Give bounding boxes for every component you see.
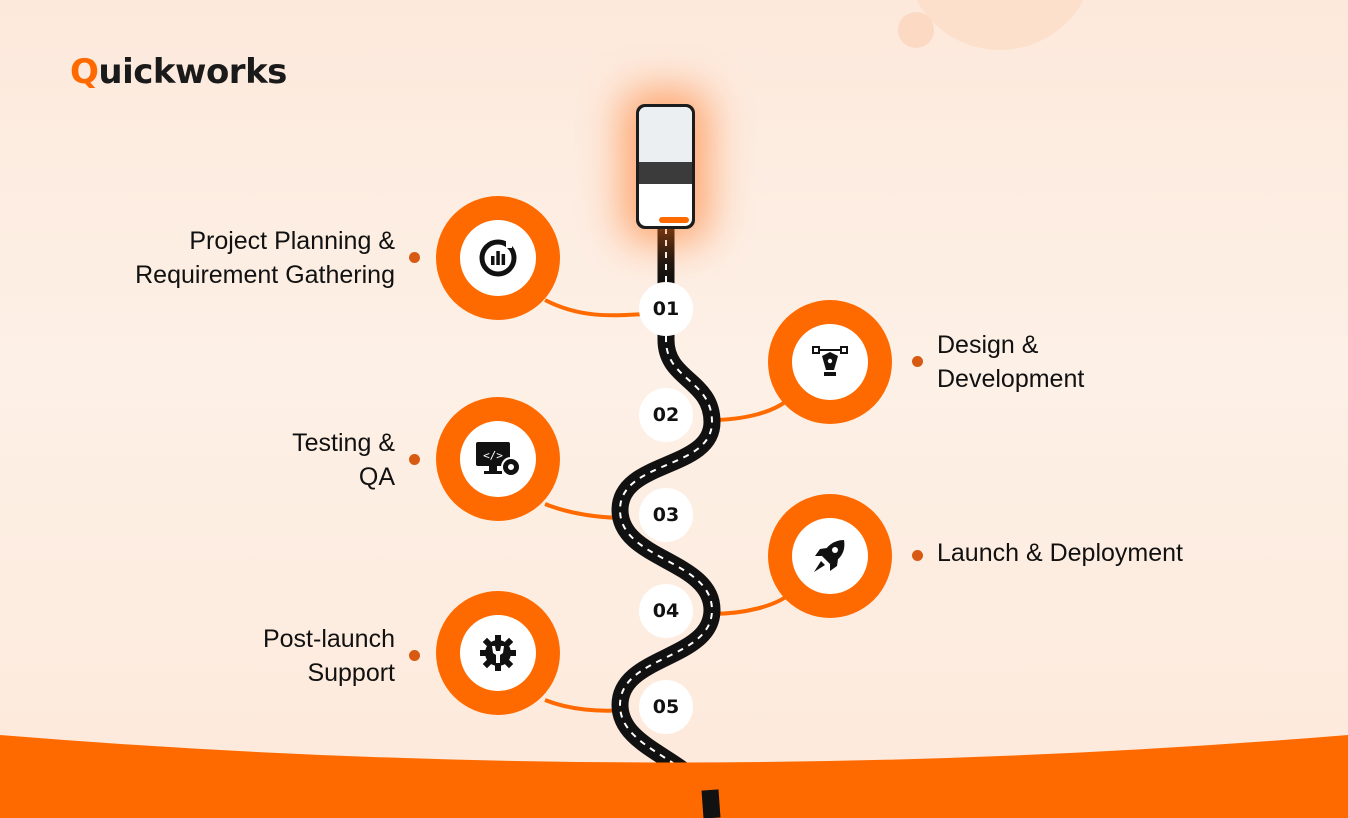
- step-01-number: 01: [641, 284, 691, 334]
- rocket-icon: [814, 540, 845, 572]
- step-04-label: Launch & Deployment: [937, 536, 1237, 570]
- svg-text:</>: </>: [483, 449, 503, 462]
- code-monitor-gear-icon: </>: [476, 442, 521, 477]
- connector-01: [544, 298, 646, 318]
- gear-wrench-icon: [480, 635, 516, 671]
- phone-map: [639, 107, 692, 162]
- step-03-bullet: [409, 454, 420, 465]
- step-03-title-line2: QA: [358, 463, 395, 491]
- step-02-label: Design & Development: [937, 328, 1237, 396]
- step-04-icon-ring[interactable]: [768, 494, 892, 618]
- connector-04: [709, 592, 792, 616]
- step-05-icon-ring[interactable]: [436, 591, 560, 715]
- step-03-icon-ring[interactable]: </>: [436, 397, 560, 521]
- step-04-number: 04: [641, 586, 691, 636]
- step-02-icon-ring[interactable]: [768, 300, 892, 424]
- pen-tool-icon: [812, 346, 848, 376]
- step-05-number: 05: [641, 682, 691, 732]
- step-05-title-line2: Support: [307, 659, 395, 687]
- logo-q: Q: [70, 52, 99, 92]
- phone-screen: [639, 107, 692, 226]
- logo-text: uickworks: [98, 52, 287, 92]
- step-05-bullet: [409, 650, 420, 661]
- phone-button: [659, 217, 689, 223]
- phone-mockup: [636, 104, 695, 229]
- step-01-title-line1: Project Planning &: [189, 227, 395, 255]
- step-04-title-line1: Launch & Deployment: [937, 539, 1183, 567]
- step-01-label: Project Planning & Requirement Gathering: [80, 224, 395, 292]
- step-02-title-line1: Design &: [937, 331, 1039, 359]
- step-03-title-line1: Testing &: [292, 429, 395, 457]
- chart-analytics-icon: [479, 239, 517, 277]
- quickworks-logo[interactable]: Quickworks: [70, 52, 287, 92]
- step-02-title-line2: Development: [937, 365, 1085, 393]
- step-02-bullet: [912, 356, 923, 367]
- step-05-label: Post-launch Support: [80, 622, 395, 690]
- step-05-title-line1: Post-launch: [262, 625, 395, 653]
- step-03-number: 03: [641, 490, 691, 540]
- step-02-number: 02: [641, 390, 691, 440]
- step-04-bullet: [912, 550, 923, 561]
- connector-03: [544, 502, 626, 520]
- step-01-bullet: [409, 252, 420, 263]
- connector-05: [544, 698, 626, 713]
- connector-02: [709, 396, 792, 422]
- step-01-title-line2: Requirement Gathering: [135, 261, 395, 289]
- step-03-label: Testing & QA: [80, 426, 395, 494]
- decorative-circle-small: [898, 12, 934, 48]
- bottom-wave: [0, 735, 1348, 818]
- step-01-icon-ring[interactable]: [436, 196, 560, 320]
- phone-car-card: [639, 162, 692, 184]
